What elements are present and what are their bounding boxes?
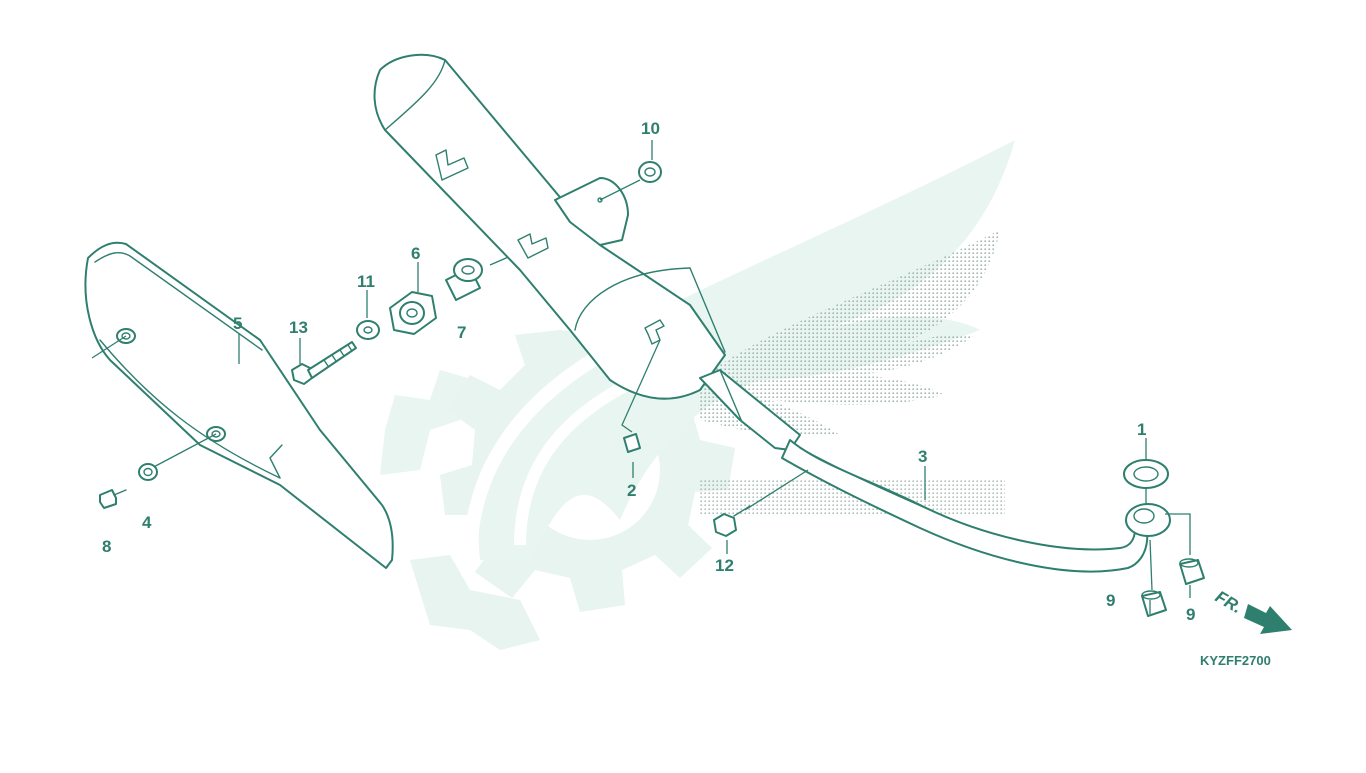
cap-nut-9-left: [1141, 590, 1167, 617]
grommet-4: [138, 463, 158, 481]
callout-7: 7: [457, 323, 466, 342]
gasket-1: [1123, 459, 1169, 489]
muffler-protector: [84, 241, 394, 569]
callout-9-right: 9: [1186, 605, 1195, 624]
clip-nut-2: [623, 433, 641, 453]
grommet-10: [638, 161, 662, 183]
collar-7: [445, 258, 483, 301]
exhaust-flange: [1125, 503, 1171, 537]
front-label: FR.: [1212, 587, 1245, 617]
callout-2: 2: [627, 481, 636, 500]
watermark-dotted-wing: [700, 230, 1005, 515]
bolt-13: [291, 341, 357, 385]
callout-10: 10: [641, 119, 660, 138]
cap-nut-9-right: [1179, 558, 1205, 585]
collar-bushing-6: [389, 291, 437, 335]
washer-11: [356, 320, 380, 340]
drawing-code: KYZFF2700: [1200, 653, 1271, 668]
callout-11: 11: [357, 272, 375, 291]
callout-3: 3: [918, 447, 927, 466]
callout-12: 12: [715, 556, 734, 575]
callout-labels: 1 2 3 4 5 6 7 8 9 9 10 11 12 13: [102, 119, 1195, 624]
callout-9-left: 9: [1106, 591, 1115, 610]
front-direction-marker: FR.: [1212, 587, 1292, 634]
screw-8: [99, 489, 127, 509]
front-arrow-icon: [1244, 604, 1292, 634]
callout-6: 6: [411, 244, 420, 263]
callout-1: 1: [1137, 420, 1146, 439]
callout-13: 13: [289, 318, 308, 337]
callout-4: 4: [142, 513, 152, 532]
bolt-12: [713, 505, 751, 537]
callout-5: 5: [233, 314, 242, 333]
callout-8: 8: [102, 537, 111, 556]
